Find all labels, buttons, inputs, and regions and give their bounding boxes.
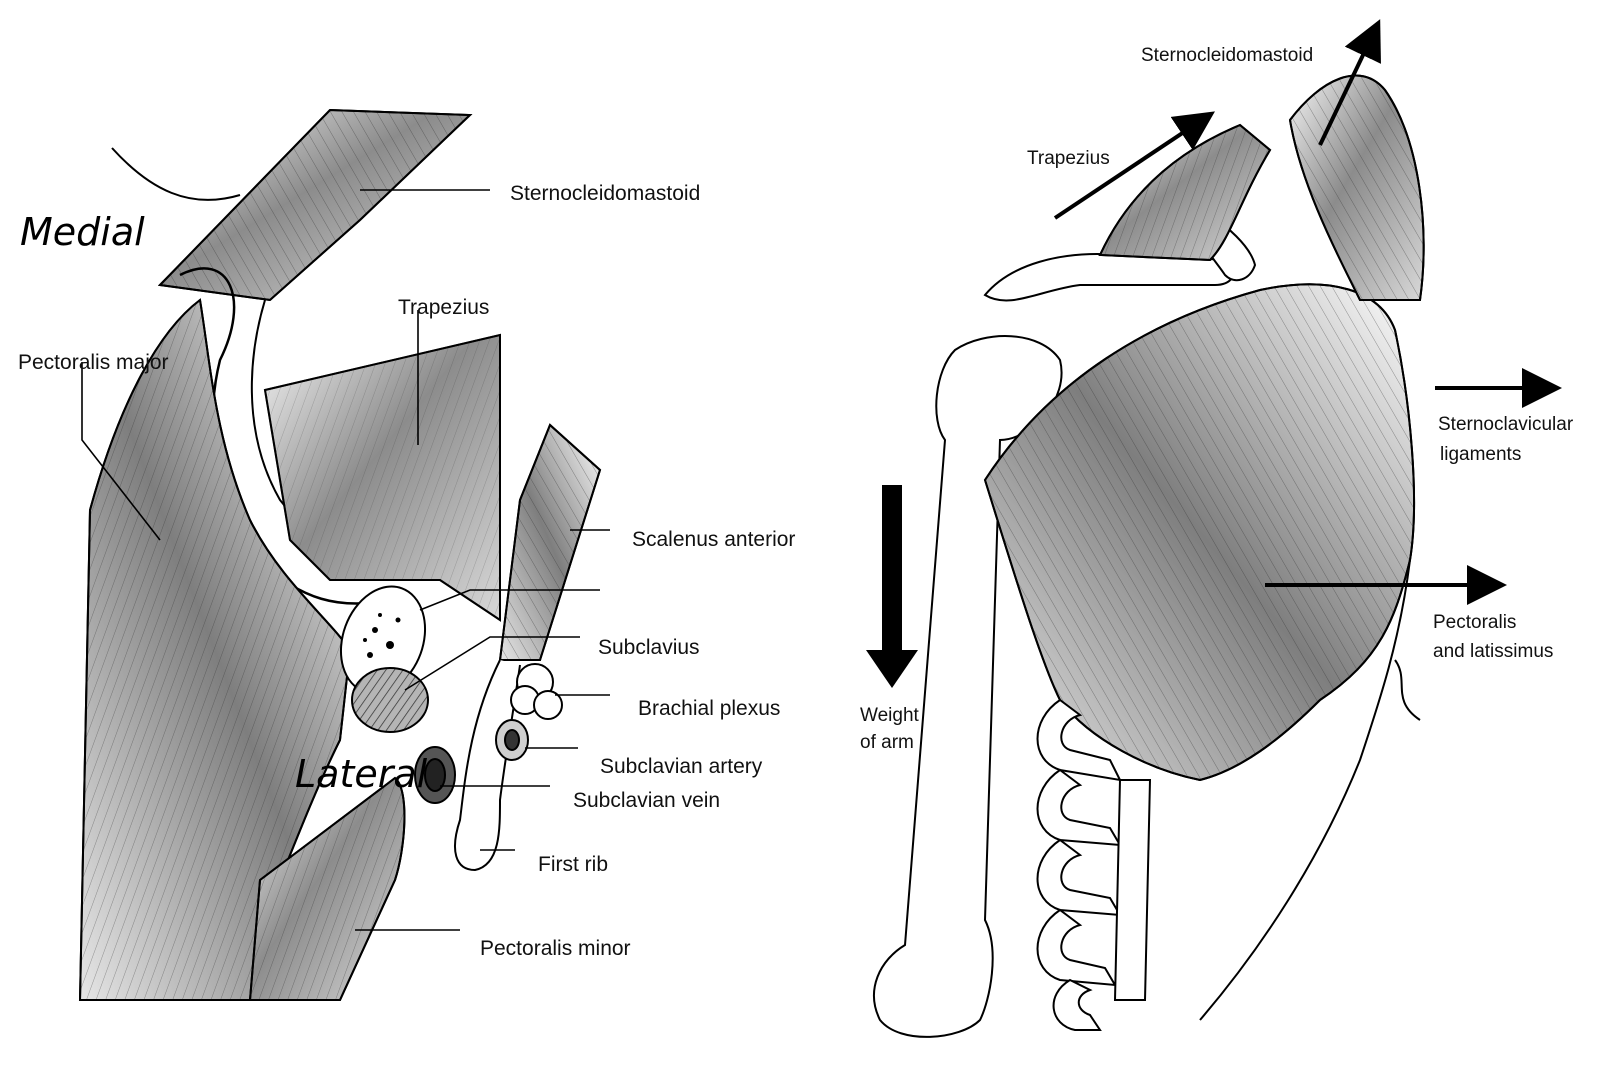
label-scalenus-anterior: Scalenus anterior bbox=[632, 528, 795, 552]
right-anatomy-illustration bbox=[866, 30, 1550, 1037]
label-sternoclavicular-line1: Sternoclavicular bbox=[1438, 413, 1573, 436]
label-pectoralis-major: Pectoralis major bbox=[18, 351, 169, 375]
label-pectoralis-minor: Pectoralis minor bbox=[480, 937, 631, 961]
medial-label: Medial bbox=[20, 210, 145, 254]
label-pectoralis-line1: Pectoralis bbox=[1433, 611, 1516, 634]
label-subclavian-artery: Subclavian artery bbox=[600, 755, 762, 779]
label-trapezius: Trapezius bbox=[398, 296, 489, 320]
label-brachial-plexus: Brachial plexus bbox=[638, 697, 780, 721]
label-weight-line1: Weight bbox=[860, 704, 919, 727]
label-subclavius: Subclavius bbox=[598, 636, 700, 660]
label-right-trapezius: Trapezius bbox=[1027, 147, 1110, 170]
lateral-label: Lateral bbox=[295, 752, 427, 796]
label-sternocleidomastoid: Sternocleidomastoid bbox=[510, 182, 700, 206]
label-pectoralis-line2: and latissimus bbox=[1433, 640, 1553, 663]
label-right-sternocleidomastoid: Sternocleidomastoid bbox=[1141, 44, 1313, 67]
label-subclavian-vein: Subclavian vein bbox=[573, 789, 720, 813]
label-first-rib: First rib bbox=[538, 853, 608, 877]
label-sternoclavicular-line2: ligaments bbox=[1440, 443, 1521, 466]
left-anatomy-illustration bbox=[80, 110, 610, 1000]
label-weight-line2: of arm bbox=[860, 731, 914, 754]
